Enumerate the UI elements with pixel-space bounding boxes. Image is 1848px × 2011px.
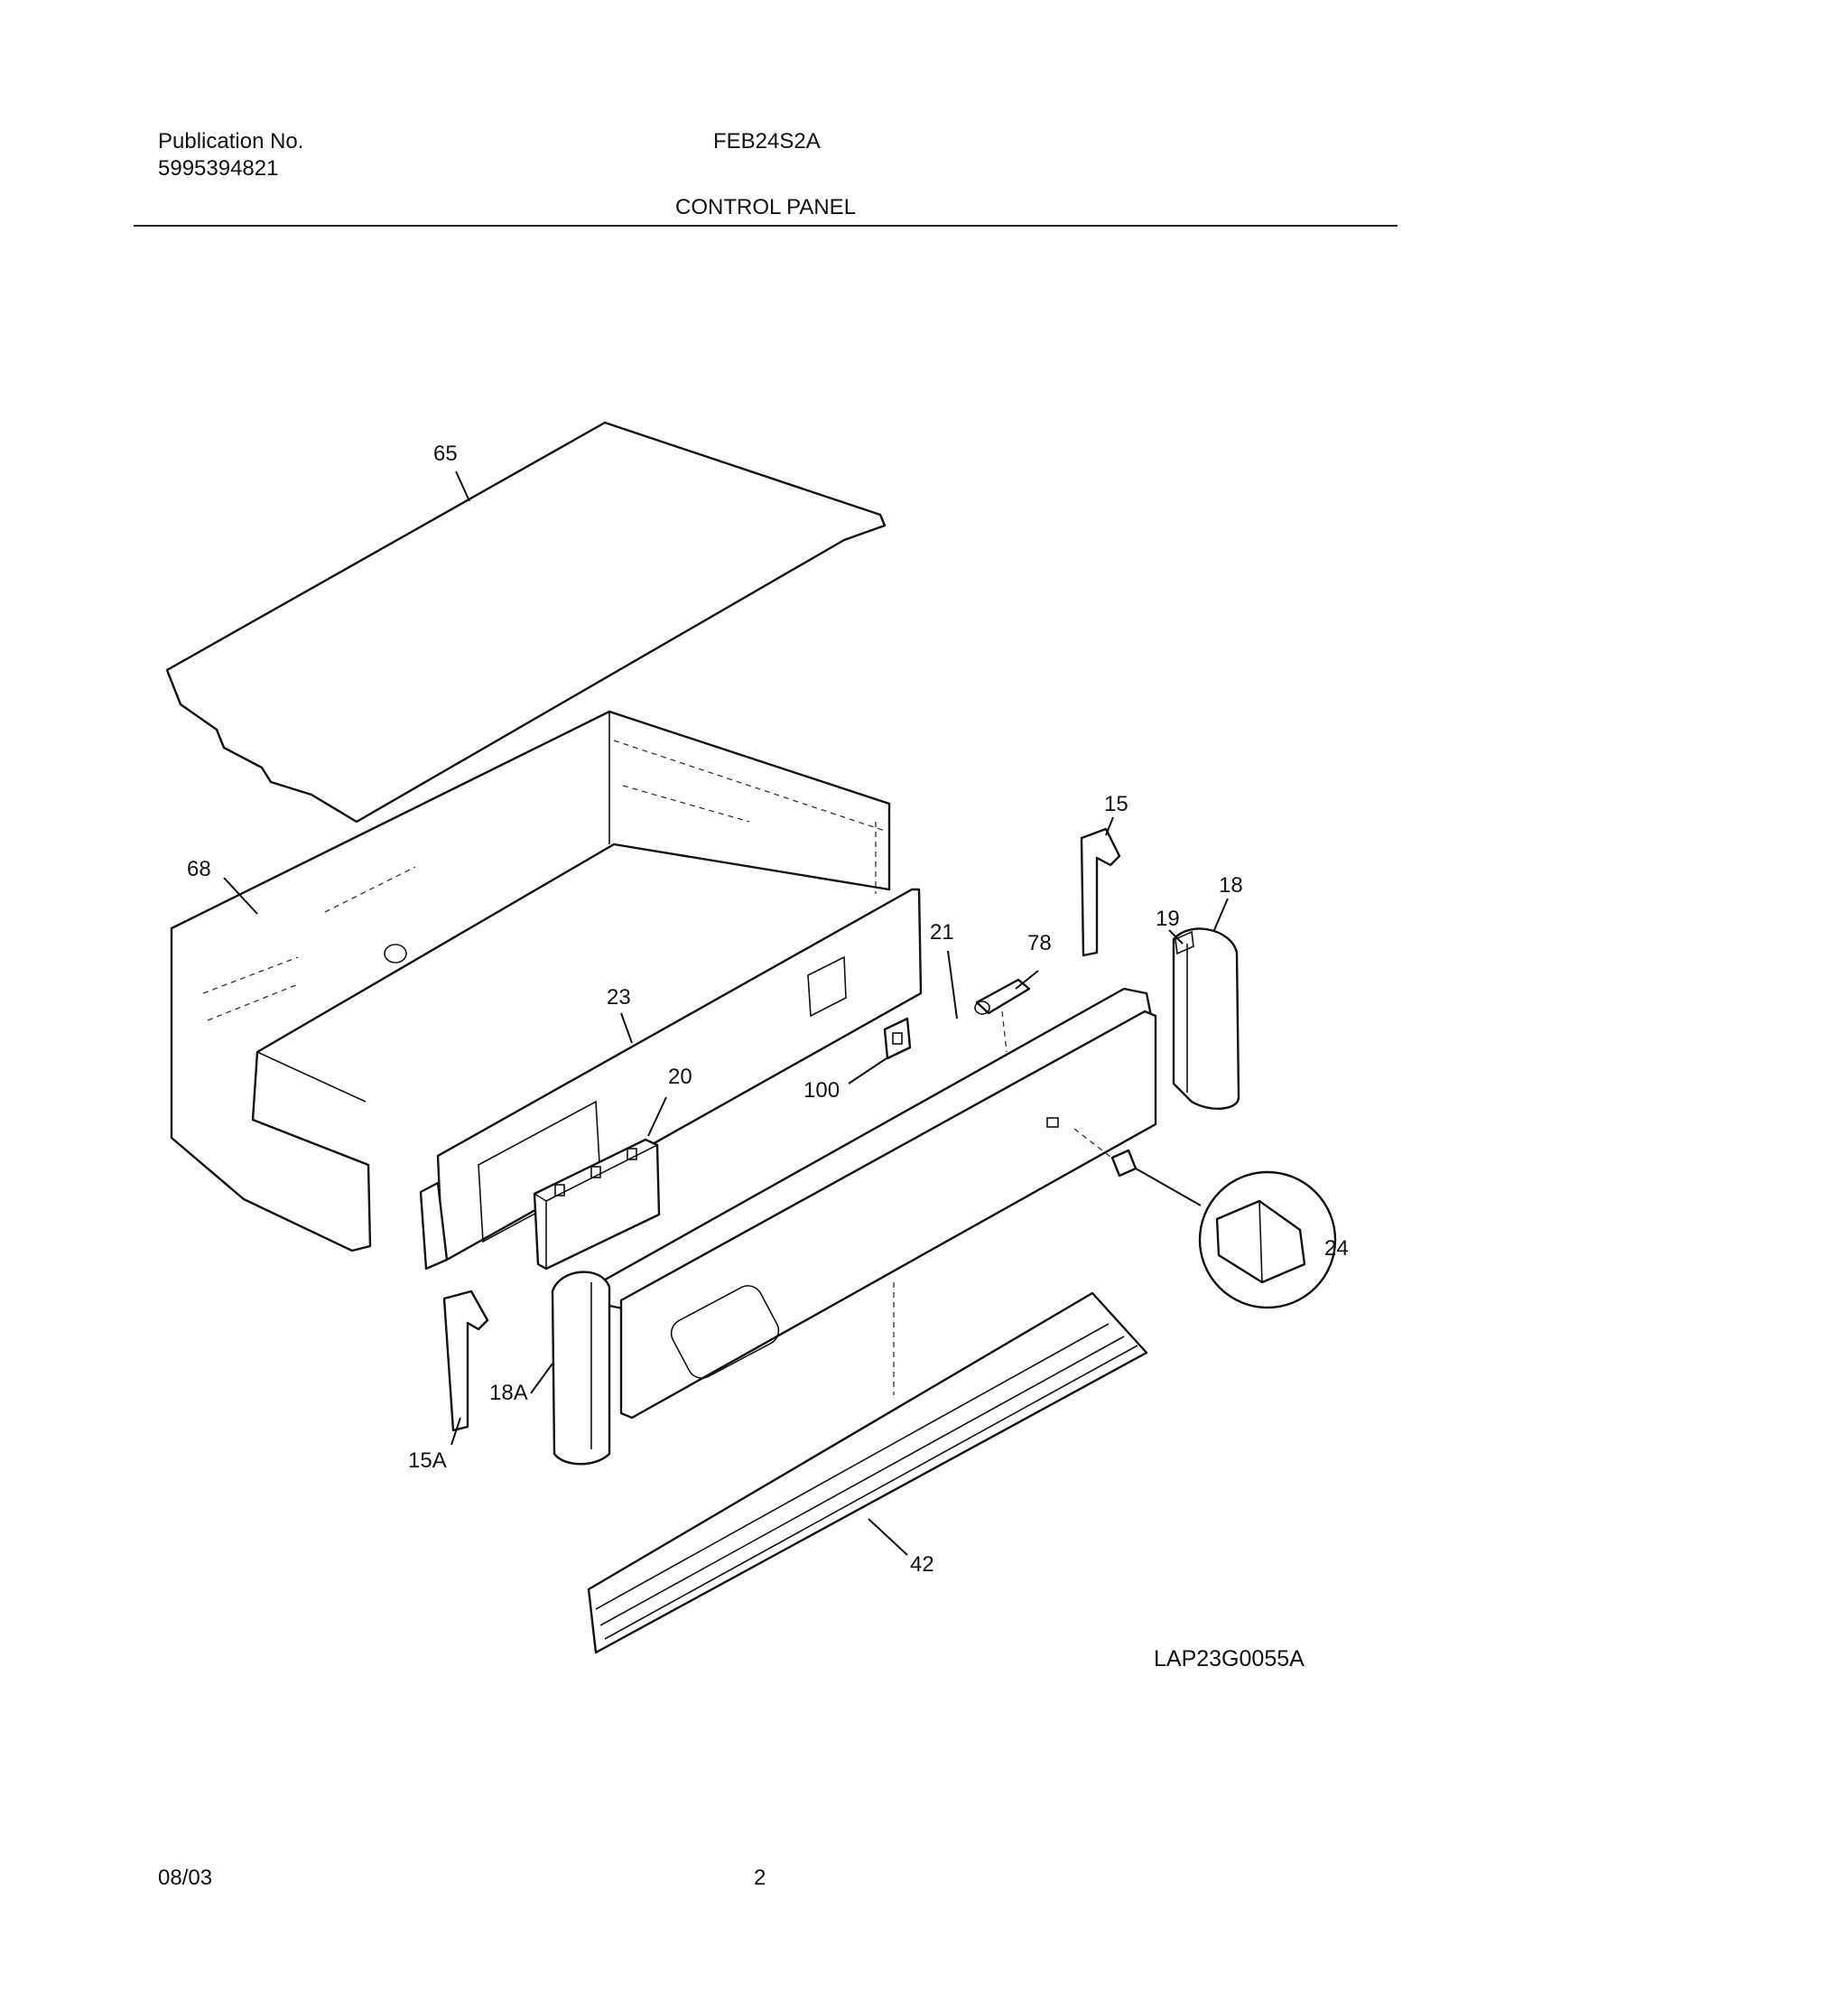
header-rule bbox=[134, 225, 1398, 227]
callout-78: 78 bbox=[1027, 931, 1052, 955]
publication-number: 5995394821 bbox=[158, 156, 279, 181]
callout-24: 24 bbox=[1324, 1236, 1349, 1261]
callout-19: 19 bbox=[1156, 907, 1180, 931]
part-18a-end-cap bbox=[551, 1271, 611, 1466]
callout-42: 42 bbox=[910, 1552, 934, 1577]
page-number: 2 bbox=[754, 1866, 766, 1890]
part-42-trim bbox=[587, 1291, 1148, 1654]
publication-label: Publication No. bbox=[158, 129, 304, 154]
callout-18: 18 bbox=[1219, 873, 1243, 898]
part-19-clip bbox=[1175, 930, 1194, 955]
model-number: FEB24S2A bbox=[713, 129, 821, 154]
callout-100: 100 bbox=[803, 1078, 840, 1103]
section-title: CONTROL PANEL bbox=[675, 195, 857, 219]
part-24-switch bbox=[1110, 1149, 1337, 1309]
footer-date: 08/03 bbox=[158, 1866, 213, 1890]
callout-21: 21 bbox=[930, 920, 954, 945]
leader-lines bbox=[223, 470, 1229, 1556]
part-18-end-cap bbox=[1172, 927, 1240, 1110]
callout-20: 20 bbox=[668, 1065, 692, 1089]
drawing-code: LAP23G0055A bbox=[1154, 1646, 1305, 1671]
part-100-label bbox=[883, 1017, 912, 1060]
callout-68: 68 bbox=[187, 857, 211, 881]
part-78-lamp bbox=[974, 978, 1031, 1053]
callout-15a: 15A bbox=[408, 1448, 447, 1473]
callout-65: 65 bbox=[433, 442, 458, 466]
part-68-housing bbox=[170, 710, 891, 1252]
part-65-top-cover bbox=[165, 421, 887, 824]
callout-23: 23 bbox=[607, 985, 631, 1010]
part-15a-bracket bbox=[442, 1289, 489, 1432]
part-20-control-board bbox=[533, 1138, 661, 1271]
callout-15: 15 bbox=[1104, 792, 1128, 816]
part-15-bracket bbox=[1080, 827, 1121, 957]
callout-labels: 65 68 23 20 21 78 100 15 18 19 24 15A 18… bbox=[187, 442, 1349, 1577]
callout-18a: 18A bbox=[489, 1381, 528, 1405]
